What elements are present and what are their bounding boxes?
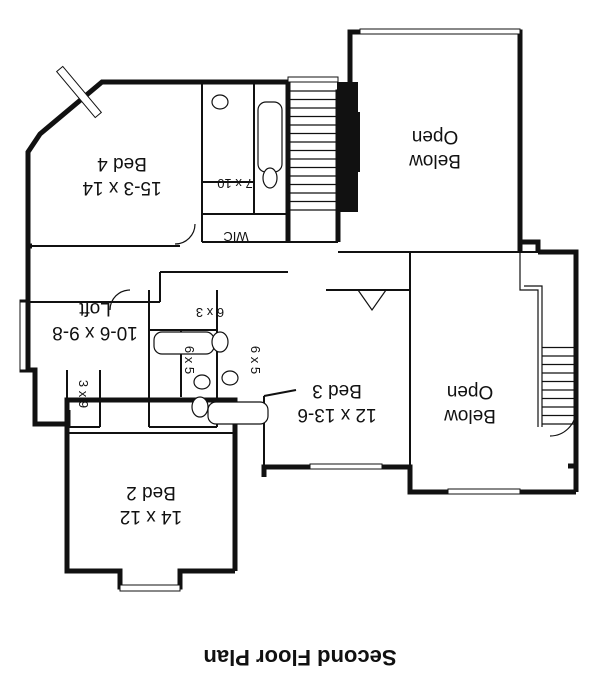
open-below-upper-line1: Open — [412, 126, 458, 147]
sink-left — [191, 396, 209, 418]
bath-6x5-right-label: 6 x 5 — [248, 346, 263, 374]
bathtub-upper — [257, 101, 283, 173]
floor-plan-drawing: Bed 4 15-3 x 14 Open Below 7 x 10 WIC Lo… — [19, 28, 579, 670]
bathtub-right — [207, 401, 269, 425]
open-below-lower-line2: Below — [444, 405, 496, 426]
open-below-lower-window — [447, 488, 521, 495]
loft-name: Loft — [78, 298, 110, 319]
interior-walls — [22, 82, 538, 467]
toilet-right — [221, 370, 239, 386]
bed4-window — [55, 65, 103, 119]
bed4-name: Bed 4 — [97, 153, 147, 174]
lower-stairs — [519, 242, 577, 437]
stair-treads-lower — [542, 346, 576, 425]
bed3-window — [309, 463, 383, 470]
stair-treads-upper — [288, 90, 338, 211]
loft-size: 10-6 x 9-8 — [52, 322, 138, 343]
bed3-name: Bed 3 — [312, 380, 362, 401]
fixtures — [109, 94, 387, 425]
room-labels: Bed 4 15-3 x 14 Open Below 7 x 10 WIC Lo… — [52, 126, 496, 527]
sink-right — [211, 331, 229, 353]
closet-6x3-label: 6 x 3 — [196, 305, 224, 320]
open-below-lower-line1: Open — [447, 381, 493, 402]
bed3-size: 12 x 13-6 — [297, 404, 376, 425]
sink-upper — [262, 167, 278, 189]
loft-window — [19, 301, 27, 371]
bath-6x5-left-label: 6 x 5 — [182, 346, 197, 374]
bed2-size: 14 x 12 — [120, 506, 182, 527]
stair-window — [287, 76, 339, 83]
toilet-left — [193, 374, 211, 390]
open-below-upper-window — [359, 28, 521, 35]
closet-3x9-label: 3 x 9 — [76, 380, 91, 408]
bed2-window — [119, 584, 181, 592]
plan-title: Second Floor Plan — [203, 645, 396, 670]
door-swing-bed2 — [109, 289, 131, 311]
bifold-door — [357, 289, 387, 312]
closet-7x10-label: 7 x 10 — [217, 176, 252, 191]
wic-label: WIC — [223, 229, 248, 244]
upper-stairs — [338, 82, 360, 212]
windows — [19, 28, 521, 592]
door-swing-bed4 — [174, 223, 196, 245]
open-below-upper-line2: Below — [409, 150, 461, 171]
bed2-name: Bed 2 — [126, 482, 176, 503]
bed4-size: 15-3 x 14 — [82, 177, 162, 198]
toilet-upper — [211, 94, 229, 110]
